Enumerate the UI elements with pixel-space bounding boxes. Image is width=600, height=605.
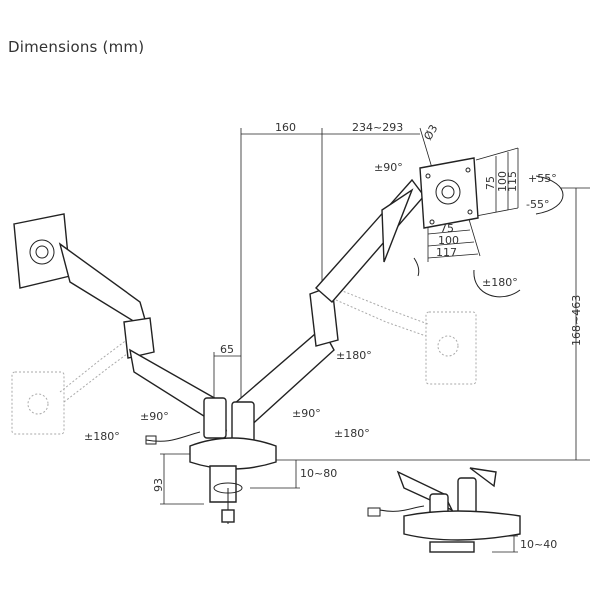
rot-top-swivel: ±90° bbox=[374, 161, 403, 174]
ghost-monitor-right bbox=[425, 311, 477, 385]
right-vesa-plate bbox=[419, 157, 479, 229]
dim-plate-dia: Ø3 bbox=[421, 122, 440, 142]
grommet-inset bbox=[367, 467, 521, 553]
dim-vesa-75-v: 75 bbox=[484, 176, 497, 190]
ghost-monitor-left bbox=[11, 371, 65, 435]
dim-vesa-117-h: 117 bbox=[436, 246, 457, 259]
dim-arm-reach-left: 160 bbox=[275, 121, 296, 134]
dimension-lines bbox=[160, 127, 590, 553]
right-arm bbox=[231, 178, 425, 443]
rotation-arcs bbox=[413, 175, 564, 298]
rot-right-base: ±180° bbox=[334, 427, 370, 440]
diagram-heading: Dimensions (mm) bbox=[8, 38, 145, 56]
dim-vesa-115-v: 115 bbox=[506, 171, 519, 192]
rot-tilt-down: -55° bbox=[526, 198, 549, 211]
vesa-dims bbox=[427, 147, 519, 262]
rot-screen-rotate: ±180° bbox=[482, 276, 518, 289]
base-clamp bbox=[145, 431, 277, 524]
dim-height-range: 168~463 bbox=[570, 295, 583, 346]
left-arm bbox=[58, 242, 228, 439]
rot-left-swivel: ±90° bbox=[140, 410, 169, 423]
rot-right-swivel: ±90° bbox=[292, 407, 321, 420]
rot-mid-right: ±180° bbox=[336, 349, 372, 362]
dim-vesa-100-h: 100 bbox=[438, 234, 459, 247]
dim-arm-reach-right: 234~293 bbox=[352, 121, 403, 134]
dim-vesa-100-v: 100 bbox=[496, 171, 509, 192]
dim-vesa-75-h: 75 bbox=[440, 222, 454, 235]
dim-clamp-height: 93 bbox=[152, 478, 165, 492]
dim-grommet-range: 10~40 bbox=[520, 538, 557, 551]
rot-tilt-up: +55° bbox=[528, 172, 557, 185]
dim-pole-offset: 65 bbox=[220, 343, 234, 356]
left-vesa-plate bbox=[13, 213, 71, 289]
dim-clamp-range: 10~80 bbox=[300, 467, 337, 480]
rot-left-base: ±180° bbox=[84, 430, 120, 443]
